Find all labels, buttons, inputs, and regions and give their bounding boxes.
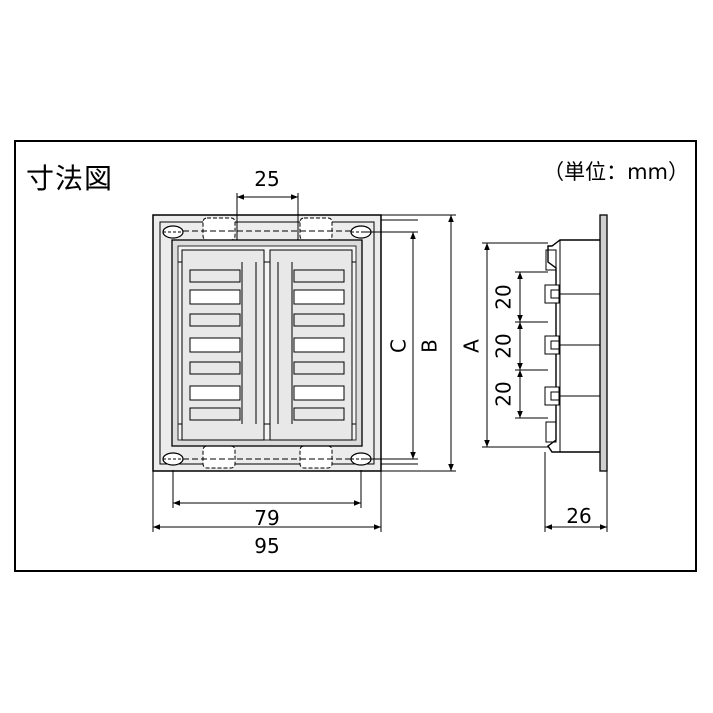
dim-label-c: C: [387, 339, 411, 353]
dim-outer-width: 95: [152, 471, 382, 558]
side-connector-1: [544, 284, 600, 304]
dim-height-a: B: [381, 214, 456, 472]
side-view: [544, 214, 608, 472]
side-back-plate: [599, 214, 608, 472]
dim-label-79: 79: [254, 506, 279, 530]
dim-label-25: 25: [254, 167, 279, 191]
dim-height-b: [381, 219, 418, 465]
right-module: [269, 249, 353, 441]
mounting-hole-bl: [162, 452, 184, 466]
dim-label-26: 26: [566, 504, 591, 528]
dim-label-pitch-1: 20: [492, 284, 516, 309]
dim-label-pitch-3: 20: [492, 381, 516, 406]
dim-label-b: B: [418, 339, 442, 353]
left-module: [181, 249, 265, 441]
dim-depth: 26: [544, 452, 608, 532]
dim-pitch: 20 20 20: [492, 271, 548, 419]
dim-label-95: 95: [254, 534, 279, 558]
side-connector-2: [544, 335, 600, 355]
dim-height-a-side: A: [460, 242, 548, 448]
mounting-hole-tl: [162, 225, 184, 239]
dim-label-a: A: [460, 339, 484, 353]
side-connector-3: [544, 386, 600, 406]
drawing-title: 寸法図: [26, 162, 114, 195]
dim-label-pitch-2: 20: [492, 333, 516, 358]
dim-inner-width: 79: [172, 470, 362, 530]
dim-top-spacing: 25: [236, 167, 299, 240]
unit-note: （単位：mm）: [543, 160, 689, 184]
front-view: [152, 214, 382, 472]
dim-height-c: C: [362, 231, 418, 460]
drawing-frame: [14, 140, 697, 572]
